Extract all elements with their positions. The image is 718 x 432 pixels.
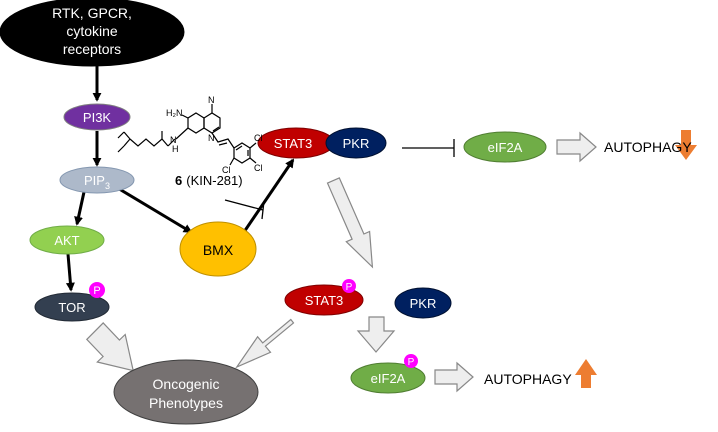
block-arrow-pkr-down [326,177,374,269]
tor-label: TOR [58,300,85,315]
phospho-badge-eif2a: P [404,354,418,368]
compound-name: (KIN-281) [186,173,242,188]
arrow-bmx-to-stat3 [242,158,295,233]
pip3-label: PIP3 [84,173,110,191]
eif2a-top-node: eIF2A [463,131,547,163]
receptors-line-1: RTK, GPCR, [52,5,132,21]
nh-label: H [172,144,179,154]
autophagy-decrease-arrow [675,130,697,160]
phospho-badge-stat3: P [342,279,356,293]
pkr-inhibits-eif2a-tee [402,139,455,157]
phospho-badge-tor: P [89,282,105,298]
compound-number: 6 [175,173,182,188]
compound-caption: 6 (KIN-281) [175,173,243,188]
autophagy-bottom-label: AUTOPHAGY [484,371,572,387]
tor-node: TOR [34,292,110,322]
svg-text:P: P [346,282,353,293]
pi3k-node: PI3K [63,103,131,131]
arrow-pip3-to-akt [74,191,86,226]
autophagy-top-label: AUTOPHAGY [604,139,692,155]
autophagy-increase-arrow [575,359,597,388]
nitrogen-label-1: N [208,95,215,105]
akt-label: AKT [54,233,79,248]
stat3-pkr-complex-top: STAT3 PKR [257,127,387,159]
block-arrow-eif2a-to-autophagy-top [556,131,597,163]
receptors-node: RTK, GPCR, cytokine receptors [0,0,185,67]
bmx-label: BMX [203,242,234,258]
akt-node: AKT [29,225,105,255]
eif2a-bottom-node: eIF2A [350,362,426,394]
eif2a-top-label: eIF2A [488,140,523,155]
oncogenic-line-2: Phenotypes [149,395,223,411]
arrow-akt-to-tor [65,253,75,292]
inhibitor-to-bmx-tee [224,199,265,220]
eif2a-bottom-label: eIF2A [371,371,406,386]
block-arrow-tor-to-oncogenic [85,322,134,372]
compound-structure [117,104,257,166]
oncogenic-line-1: Oncogenic [153,376,220,392]
oncogenic-phenotypes-node: Oncogenic Phenotypes [113,359,259,425]
pip3-node: PIP3 [59,166,135,194]
receptors-line-2: cytokine [66,23,118,39]
block-arrow-stat3-to-oncogenic [235,318,295,369]
pkr-top-label: PKR [343,136,370,151]
block-arrows [85,131,597,393]
receptors-line-3: receptors [63,41,121,57]
nitrogen-label-3: N [170,135,177,145]
stat3-bottom-node: STAT3 [284,284,364,316]
outcome-arrows [575,130,697,388]
amine-label: H₂N [166,108,183,118]
svg-text:P: P [408,357,415,368]
nitrogen-label-2: N [208,133,215,143]
pkr-bottom-node: PKR [394,287,452,319]
chlorine-label-1: Cl [254,133,263,143]
block-arrow-complex-to-eif2a [356,316,396,353]
compound-atom-labels: H₂N N N N H Cl Cl Cl [166,95,263,175]
stat3-bottom-label: STAT3 [305,293,344,308]
chlorine-label-2: Cl [254,163,263,173]
arrow-pip3-to-bmx [115,185,193,234]
pi3k-label: PI3K [83,110,112,125]
stat3-top-label: STAT3 [274,136,313,151]
bmx-node: BMX [179,221,257,277]
pkr-bottom-label: PKR [410,296,437,311]
inhibition-lines [224,139,455,220]
chlorine-label-3: Cl [222,165,231,175]
block-arrow-eif2a-to-autophagy-bottom [434,361,474,393]
svg-text:P: P [93,285,100,297]
signal-arrows [65,66,295,292]
